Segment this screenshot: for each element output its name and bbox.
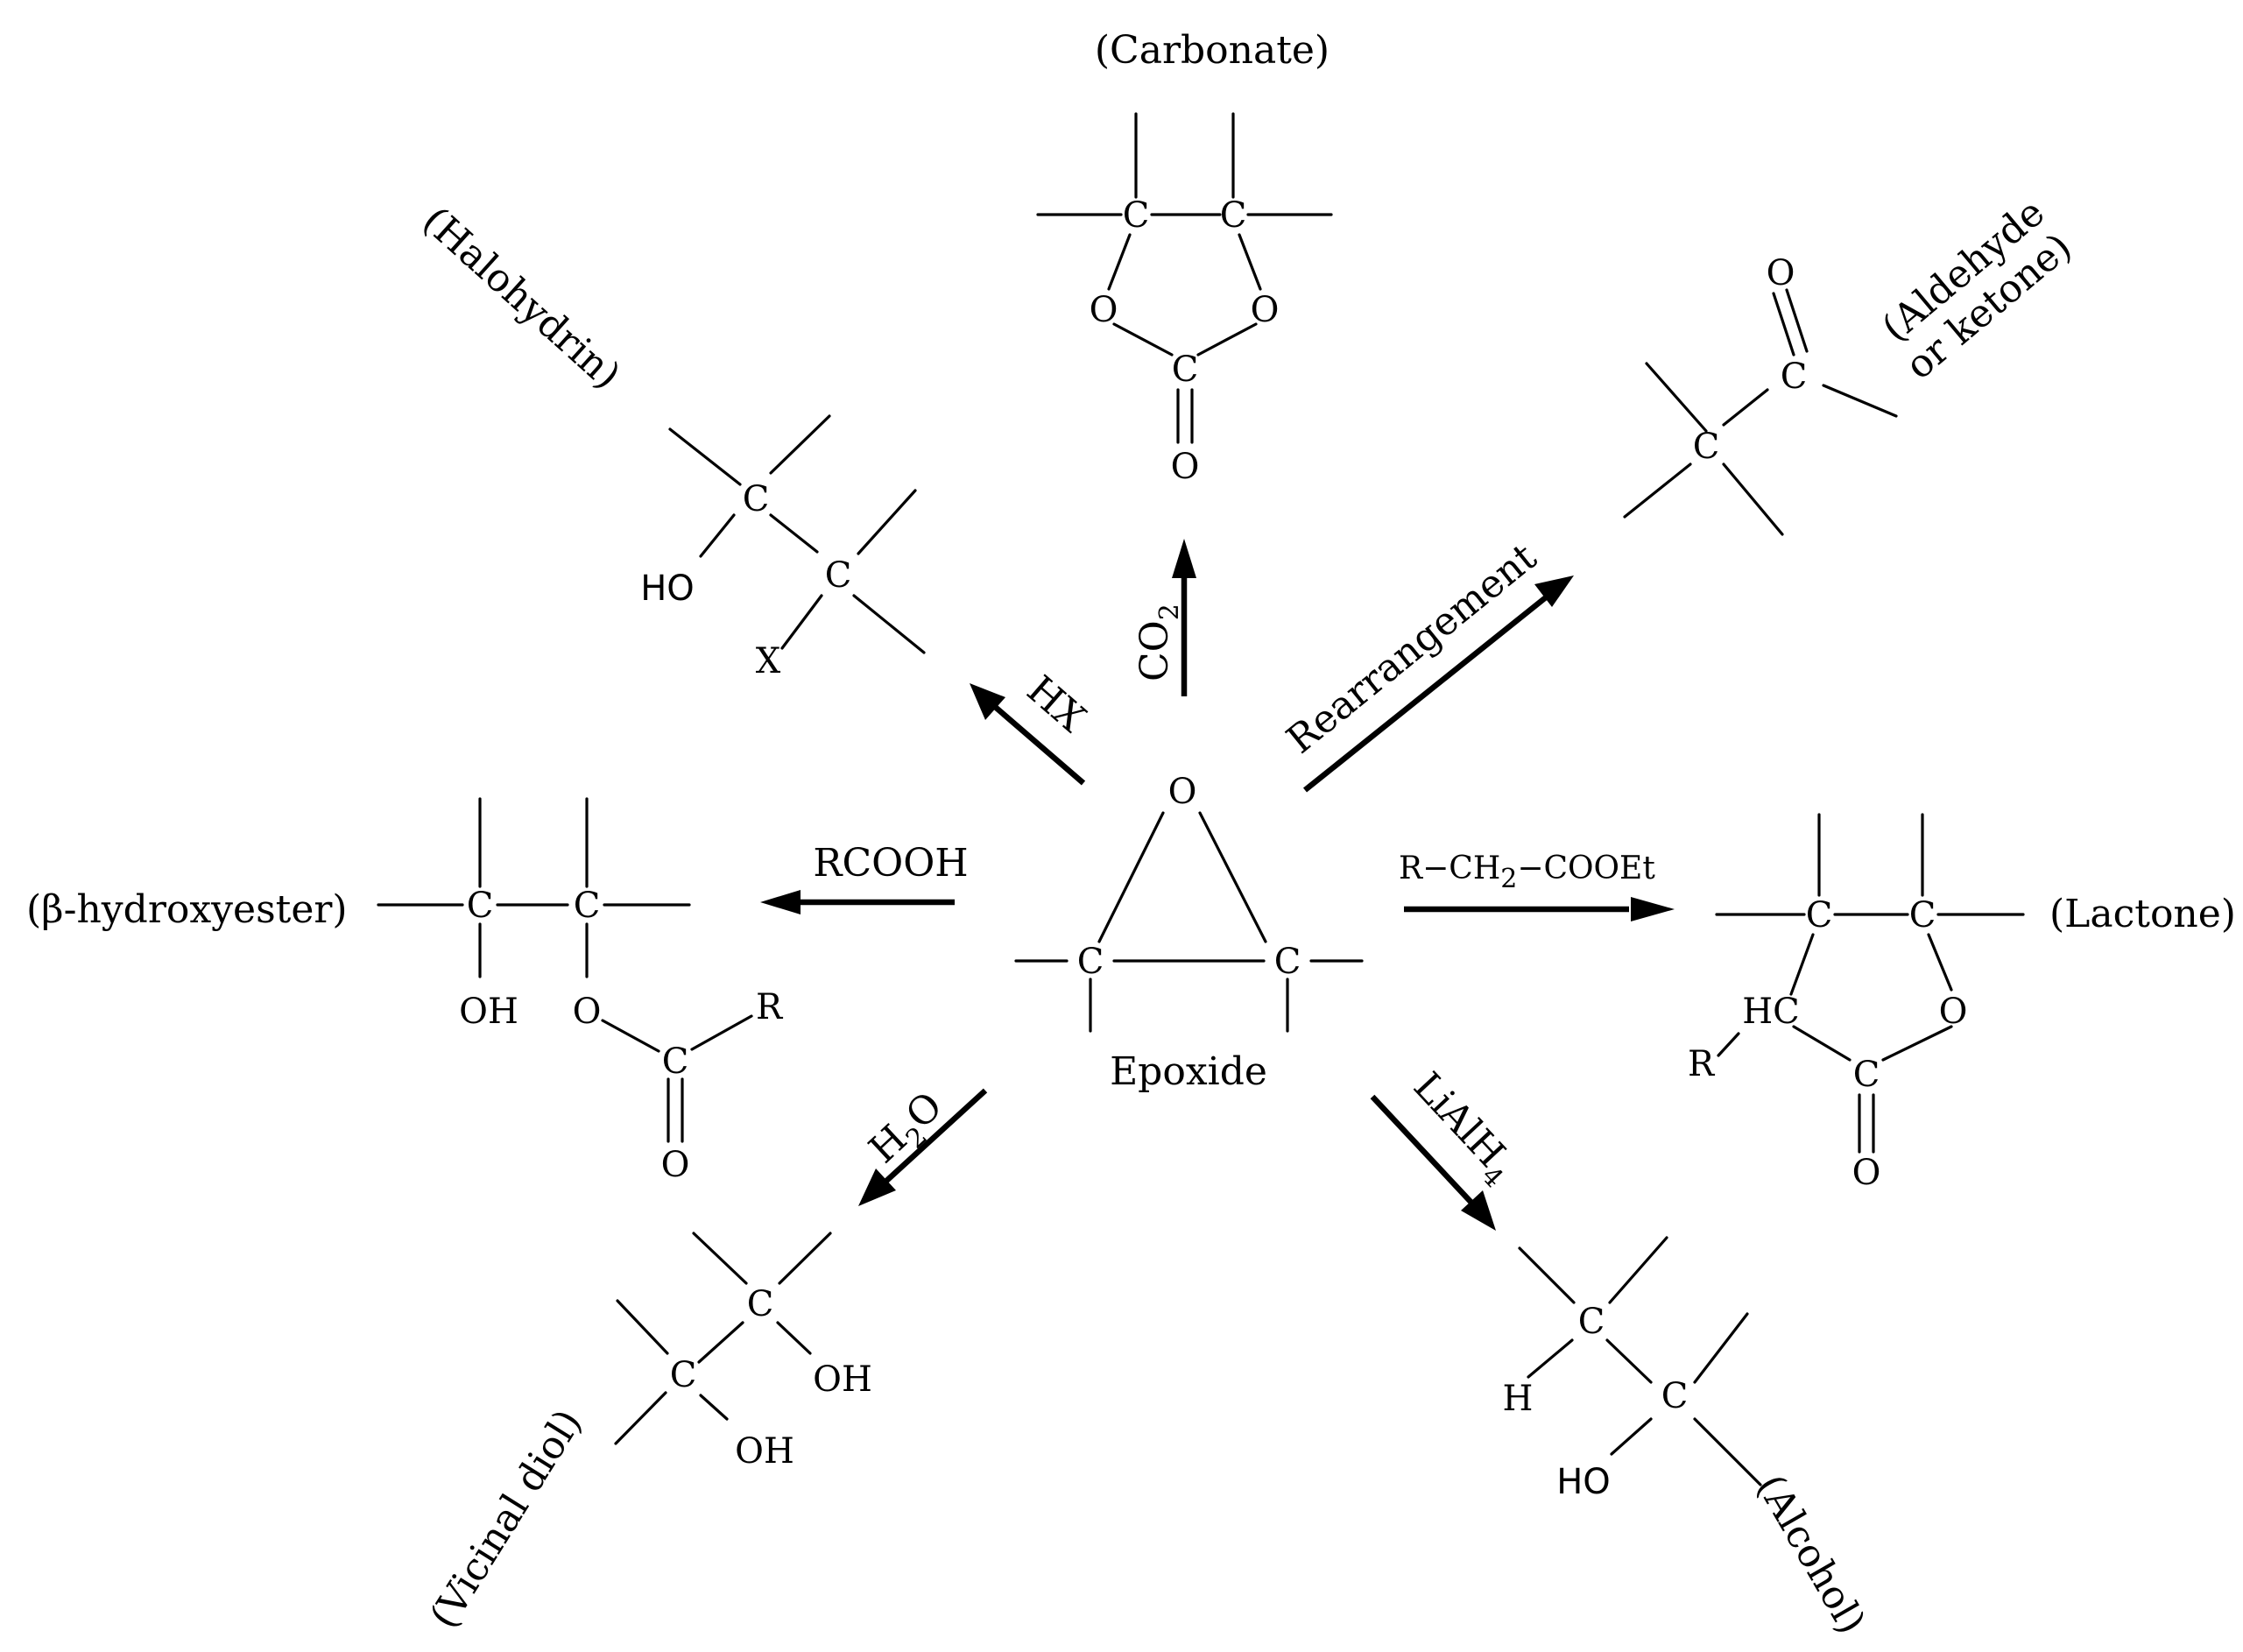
vicinal-diol-label: (Vicinal diol)	[421, 1401, 591, 1636]
reagent-rcooh: RCOOH	[813, 841, 968, 886]
lactone-carbonyl-oxygen: O	[1852, 1153, 1881, 1193]
lactone-ring-oxygen: O	[1939, 992, 1968, 1032]
hydroxyester-carbonyl-carbon: C	[662, 1041, 689, 1082]
lactone-r-group: R	[1688, 1044, 1716, 1084]
aldehyde-oxygen: O	[1767, 253, 1795, 293]
epoxide-structure: O C C Epoxide	[1014, 772, 1364, 1094]
carbonate-oxygen-3: O	[1171, 447, 1200, 487]
carbonate-oxygen-2: O	[1251, 290, 1280, 330]
diol-carbon-2: C	[670, 1355, 697, 1395]
carbonate-structure: (Carbonate) C C O O C O	[1036, 28, 1333, 487]
carbonate-label: (Carbonate)	[1095, 28, 1330, 73]
alcohol-hydrogen: H	[1503, 1379, 1534, 1419]
arrow-down-left-head	[858, 1168, 896, 1206]
halohydrin-label: (Halohydrin)	[414, 198, 629, 398]
epoxide-carbon-atom-2: C	[1274, 942, 1301, 982]
diol-carbon-1: C	[747, 1284, 774, 1324]
aldehyde-ketone-structure: (Aldehyde or ketone) O C C	[1623, 190, 2080, 536]
arrow-up-left-head	[970, 683, 1005, 720]
epoxide-label: Epoxide	[1110, 1049, 1267, 1094]
carbonate-carbon-3: C	[1172, 349, 1199, 390]
lactone-hc-carbon: HC	[1742, 992, 1800, 1032]
reagent-rearrangement: Rearrangement	[1279, 534, 1545, 762]
reagent-hx: HX	[1019, 667, 1095, 742]
alcohol-carbon-1: C	[1578, 1302, 1605, 1342]
epoxide-oxygen-atom: O	[1168, 772, 1197, 812]
hydroxyester-structure: (β-hydroxyester) C C OH O C R O	[26, 797, 784, 1185]
hydroxyester-carbon-2: C	[574, 886, 601, 926]
hydroxyester-r-group: R	[756, 987, 784, 1027]
aldehyde-carbonyl-carbon: C	[1781, 357, 1808, 397]
arrow-left-head	[760, 890, 801, 914]
carbonate-carbon-2: C	[1220, 195, 1247, 236]
lactone-carbonyl-carbon: C	[1853, 1055, 1880, 1095]
arrow-up-head	[1172, 539, 1196, 578]
arrow-right-head	[1631, 897, 1675, 921]
halohydrin-structure: (Halohydrin) C C HO X	[414, 198, 926, 681]
aldehyde-alpha-carbon: C	[1693, 427, 1720, 467]
diol-hydroxyl-2: OH	[735, 1431, 794, 1472]
reagent-ethyl-ester: R−CH2−COOEt	[1399, 851, 1655, 894]
hydroxyester-label: (β-hydroxyester)	[26, 887, 348, 932]
lactone-carbon-1: C	[1806, 895, 1833, 935]
reagent-lialh4: LiAlH4	[1399, 1064, 1525, 1194]
hydroxyester-carbonyl-oxygen: O	[661, 1145, 690, 1185]
alcohol-structure: (Alcohol) C C H HO	[1503, 1236, 1874, 1641]
carbonate-oxygen-1: O	[1090, 290, 1118, 330]
reagent-labels: CO2 Rearrangement HX RCOOH R−CH2−COOEt H…	[813, 534, 1655, 1193]
epoxide-carbon-atom-1: C	[1077, 942, 1104, 982]
halohydrin-hydroxyl: HO	[640, 568, 695, 609]
halohydrin-halogen: X	[756, 641, 781, 681]
alcohol-label: (Alcohol)	[1747, 1467, 1873, 1641]
carbonate-carbon-1: C	[1123, 195, 1150, 236]
hydroxyester-carbon-1: C	[467, 886, 494, 926]
halohydrin-carbon-1: C	[743, 479, 770, 519]
hydroxyester-hydroxyl: OH	[459, 992, 518, 1032]
halohydrin-carbon-2: C	[825, 555, 852, 596]
lactone-carbon-2: C	[1909, 895, 1936, 935]
lactone-structure: (Lactone) C C HC O C O R	[1688, 813, 2236, 1193]
vicinal-diol-structure: (Vicinal diol) C C OH OH	[421, 1232, 872, 1636]
lactone-label: (Lactone)	[2049, 892, 2236, 936]
arrow-down-right-head	[1461, 1190, 1496, 1231]
arrow-up-right-head	[1534, 575, 1574, 607]
diol-hydroxyl-1: OH	[813, 1359, 872, 1400]
reaction-arrows	[760, 539, 1675, 1231]
reagent-co2: CO2	[1132, 604, 1185, 681]
alcohol-carbon-2: C	[1661, 1376, 1689, 1416]
alcohol-hydroxyl: HO	[1556, 1462, 1611, 1502]
hydroxyester-ester-oxygen: O	[573, 992, 602, 1032]
